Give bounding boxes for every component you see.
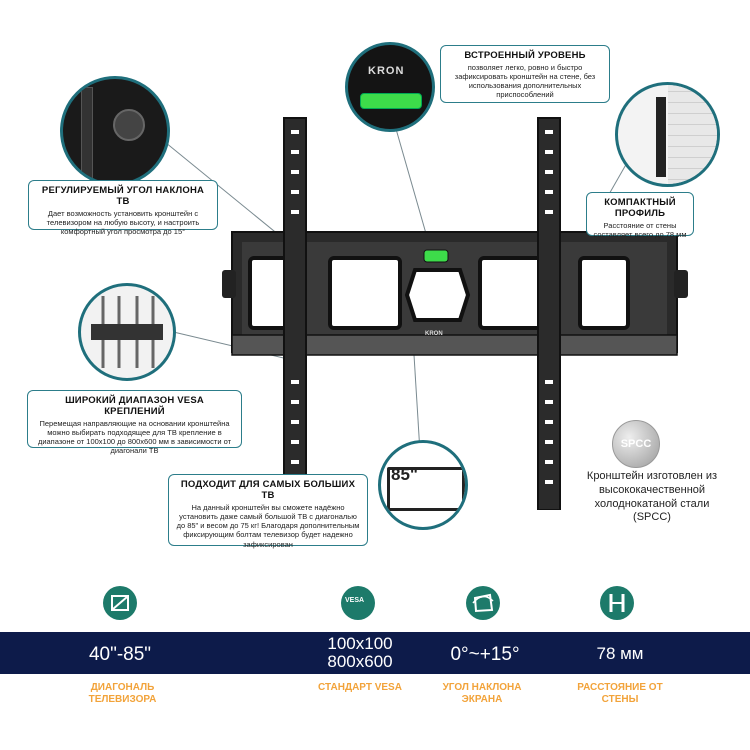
largest-title: ПОДХОДИТ ДЛЯ САМЫХ БОЛЬШИХ ТВ bbox=[180, 479, 356, 501]
profile-zoom-circle bbox=[615, 82, 720, 187]
diagonal-value: 40"-85" bbox=[88, 644, 152, 665]
vesa-icon: VESA bbox=[341, 586, 375, 620]
level-title: ВСТРОЕННЫЙ УРОВЕНЬ bbox=[464, 50, 586, 61]
tilt-text: Дает возможность установить кронштейн с … bbox=[46, 209, 200, 237]
wall-distance-icon bbox=[600, 586, 634, 620]
profile-text: Расстояние от стены составляет всего до … bbox=[593, 221, 687, 240]
level-callout: ВСТРОЕННЫЙ УРОВЕНЬ позволяет легко, ровн… bbox=[440, 45, 610, 103]
size-badge: 85" bbox=[391, 465, 418, 484]
vesa-callout: ШИРОКИЙ ДИАПАЗОН VESA КРЕПЛЕНИЙ Перемеща… bbox=[27, 390, 242, 455]
level-zoom-circle: KRON bbox=[345, 42, 435, 132]
vesa-label: СТАНДАРТ VESA bbox=[318, 682, 402, 693]
wall-mount-bracket bbox=[222, 117, 688, 510]
vesa-rails-icon bbox=[91, 296, 163, 368]
largest-callout: ПОДХОДИТ ДЛЯ САМЫХ БОЛЬШИХ ТВ На данный … bbox=[168, 474, 368, 549]
tilt-callout: РЕГУЛИРУЕМЫЙ УГОЛ НАКЛОНА ТВ Дает возмож… bbox=[28, 180, 218, 236]
tilt-label: УГОЛ НАКЛОНА ЭКРАНА bbox=[442, 682, 522, 705]
brick-wall-icon bbox=[668, 85, 717, 184]
vesa-value: 100x100 800x600 bbox=[327, 634, 393, 671]
distance-label: РАССТОЯНИЕ ОТ СТЕНЫ bbox=[577, 682, 663, 705]
profile-title: КОМПАКТНЫЙ ПРОФИЛЬ bbox=[604, 197, 676, 219]
tilt-angle-icon bbox=[466, 586, 500, 620]
tilt-value: 0°~+15° bbox=[450, 644, 520, 665]
vesa-zoom-circle bbox=[78, 283, 176, 381]
spcc-text: Кронштейн изготовлен из высококачественн… bbox=[586, 470, 718, 524]
brand-logo: KRON bbox=[368, 65, 405, 77]
spirit-level-icon bbox=[360, 93, 422, 109]
specs-bar bbox=[0, 632, 750, 674]
vesa-text: Перемещая направляющие на основании крон… bbox=[37, 419, 232, 456]
profile-callout: КОМПАКТНЫЙ ПРОФИЛЬ Расстояние от стены с… bbox=[586, 192, 694, 240]
diagonal-icon bbox=[103, 586, 137, 620]
knob-icon bbox=[113, 109, 145, 141]
diagonal-label: ДИАГОНАЛЬ ТЕЛЕВИЗОРА bbox=[88, 682, 157, 705]
largest-text: На данный кронштейн вы сможете надёжно у… bbox=[176, 503, 360, 549]
size-connector bbox=[413, 354, 421, 453]
tilt-title: РЕГУЛИРУЕМЫЙ УГОЛ НАКЛОНА ТВ bbox=[41, 185, 205, 207]
vesa-title: ШИРОКИЙ ДИАПАЗОН VESA КРЕПЛЕНИЙ bbox=[65, 395, 204, 417]
level-text: позволяет легко, ровно и быстро зафиксир… bbox=[454, 63, 596, 100]
spcc-badge-icon: SPCC bbox=[612, 420, 660, 468]
size-zoom-circle: 85" bbox=[378, 440, 468, 530]
distance-value: 78 мм bbox=[596, 644, 644, 663]
tilt-zoom-circle bbox=[60, 76, 170, 186]
plate-logo: KRON bbox=[425, 331, 443, 337]
